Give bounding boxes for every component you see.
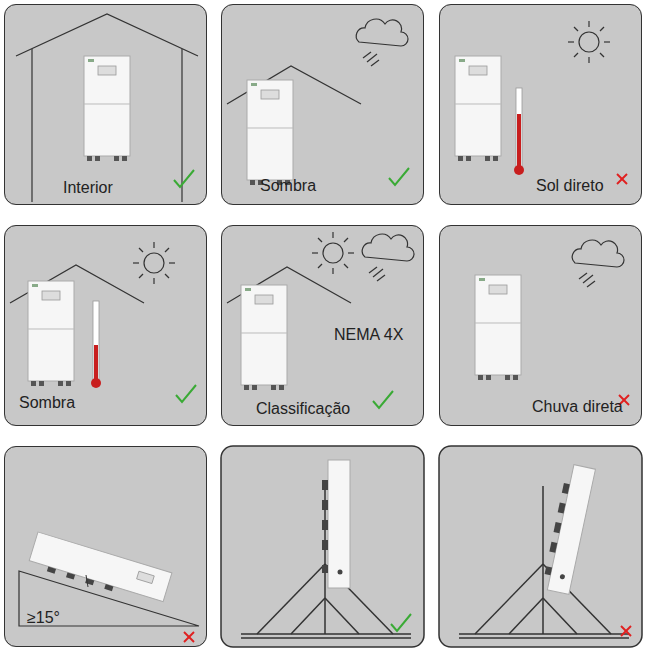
condition-panel: NEMA 4X Classificação: [221, 225, 424, 426]
condition-panel: Sol direto: [439, 4, 642, 205]
panel-label: Chuva direta: [532, 398, 623, 416]
condition-panel: Interior: [4, 4, 207, 205]
condition-panel: Sombra: [4, 225, 207, 426]
condition-panel: ≥15°: [4, 446, 207, 647]
panel-label: Sombra: [260, 177, 316, 195]
panel-label: Sol direto: [536, 177, 604, 195]
panel-label: ≥15°: [27, 609, 60, 627]
panel-label: NEMA 4X: [334, 326, 403, 344]
condition-panel: Chuva direta: [439, 225, 642, 426]
panel-label: Sombra: [19, 394, 75, 412]
panel-label: Interior: [63, 179, 113, 197]
panel-label: Classificação: [256, 400, 350, 418]
condition-panel: Sombra: [221, 4, 424, 205]
